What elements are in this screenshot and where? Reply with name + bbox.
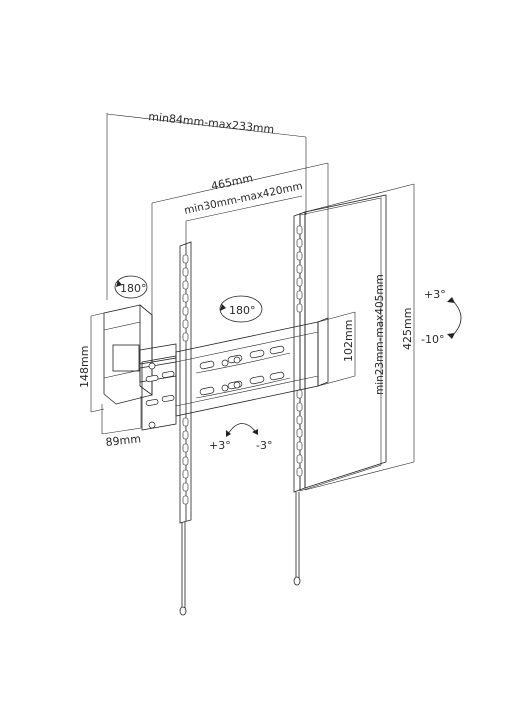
horizontal-tilt-indicator: +3° -3° [209, 423, 272, 452]
overall-height-dimension: 425mm [304, 183, 415, 491]
rotate-arrow-icon [116, 280, 122, 287]
arm-swivel-indicator: 180° [114, 275, 148, 299]
rotate-arrow-icon [220, 304, 226, 311]
arrow-left-icon [226, 430, 231, 437]
wall-plate-and-arm [103, 304, 177, 431]
plate-swivel-label: 180° [229, 304, 256, 317]
arrow-right-icon [252, 429, 258, 435]
arrow-up-icon [447, 297, 455, 303]
wall-plate-depth-dimension: 89mm [101, 396, 142, 449]
horizontal-mounting-plate [175, 317, 329, 417]
tilt-left-label: +3° [209, 439, 231, 452]
plate-swivel-indicator: 180° [219, 295, 263, 323]
rail-spacing-dimension: min30mm-max420mm [183, 180, 304, 245]
tilt-down-label: -10° [421, 333, 444, 346]
wall-plate-height-dimension: 148mm [78, 312, 105, 413]
wall-plate-depth-label: 89mm [105, 432, 142, 449]
vertical-range-label: min23mm-max405mm [374, 274, 386, 395]
right-vertical-rail [293, 211, 306, 586]
plate-height-dimension: 102mm [317, 311, 356, 387]
vertical-range-dimension: min23mm-max405mm [374, 274, 386, 395]
plate-height-label: 102mm [342, 320, 355, 362]
overall-width-label: 465mm [210, 171, 254, 193]
wall-plate-height-label: 148mm [78, 346, 91, 388]
tilt-up-label: +3° [424, 288, 446, 301]
arrow-down-icon [447, 333, 455, 339]
vertical-tilt-indicator: +3° -10° [421, 288, 462, 346]
arm-swivel-label: 180° [120, 282, 147, 295]
tilt-right-label: -3° [256, 439, 272, 452]
overall-height-label: 425mm [401, 308, 414, 350]
arm-extension-label: min84mm-max233mm [148, 110, 275, 136]
left-vertical-rail [179, 241, 192, 616]
